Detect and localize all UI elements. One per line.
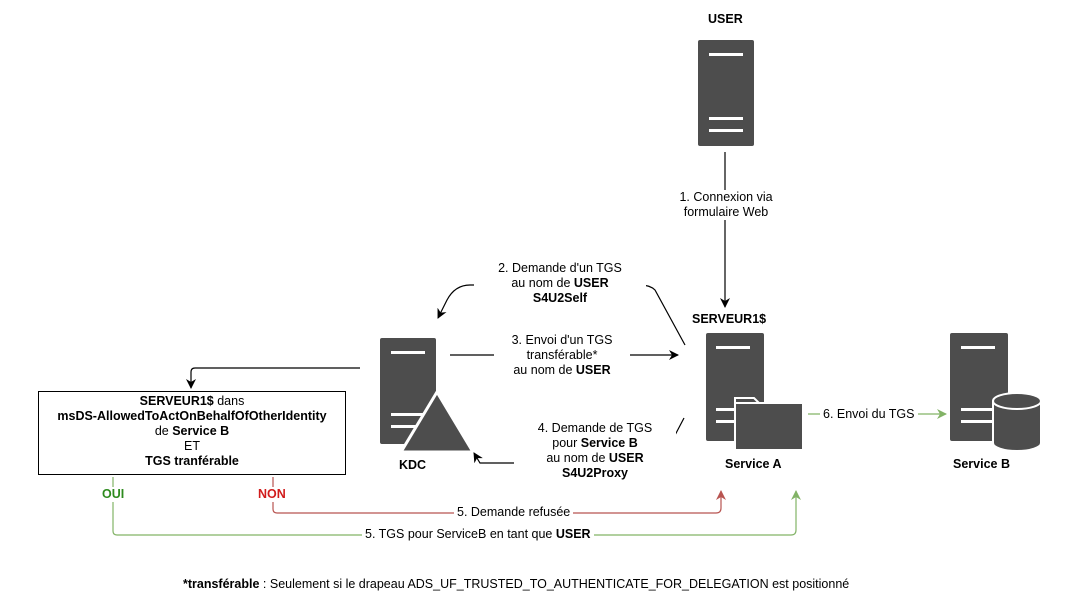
decision-line3: de Service B — [154, 424, 230, 438]
step6-label: 6. Envoi du TGS — [820, 407, 918, 422]
step2-line3: S4U2Self — [532, 291, 588, 305]
footnote: *transférable : Seulement si le drapeau … — [183, 577, 850, 591]
step3-label: 3. Envoi d'un TGS transférable* au nom d… — [494, 333, 630, 378]
database-icon — [992, 392, 1042, 452]
decision-box: SERVEUR1$ dans msDS-AllowedToActOnBehalf… — [38, 391, 346, 475]
step2-label: 2. Demande d'un TGS au nom de USER S4U2S… — [474, 261, 646, 306]
no-label: NON — [255, 487, 289, 502]
decision-line2: msDS-AllowedToActOnBehalfOfOtherIdentity — [57, 409, 327, 423]
step5-granted-label: 5. TGS pour ServiceB en tant que USER — [362, 527, 594, 542]
step1-label: 1. Connexion via formulaire Web — [663, 190, 789, 220]
step1-line2: formulaire Web — [683, 205, 769, 219]
service-b-label: Service B — [953, 457, 1010, 471]
service-a-label: Service A — [725, 457, 782, 471]
arrow-kdc-to-decision — [186, 367, 360, 389]
step4-line1: 4. Demande de TGS — [537, 421, 653, 435]
decision-line1: SERVEUR1$ dans — [139, 394, 245, 408]
decision-line4: ET — [184, 439, 200, 453]
step3-line1: 3. Envoi d'un TGS — [511, 333, 613, 347]
step2-line1: 2. Demande d'un TGS — [498, 261, 622, 275]
step3-line3: au nom de USER — [513, 363, 611, 377]
step4-label: 4. Demande de TGS pour Service B au nom … — [514, 421, 676, 481]
folder-icon — [734, 397, 804, 451]
step1-line1: 1. Connexion via — [679, 190, 773, 204]
yes-label: OUI — [99, 487, 128, 502]
step5-refused-label: 5. Demande refusée — [454, 505, 574, 520]
user-label: USER — [708, 12, 743, 26]
serveur1-title: SERVEUR1$ — [692, 312, 767, 326]
decision-line5: TGS tranférable — [145, 454, 239, 468]
step2-line2: au nom de USER — [511, 276, 609, 290]
step4-line3: au nom de USER — [546, 451, 644, 465]
kdc-label: KDC — [399, 458, 427, 472]
step3-line2: transférable* — [526, 348, 598, 362]
warning-triangle-icon — [399, 390, 475, 454]
user-server-icon — [698, 40, 754, 146]
step4-line4: S4U2Proxy — [561, 466, 628, 480]
step4-line2: pour Service B — [552, 436, 638, 450]
